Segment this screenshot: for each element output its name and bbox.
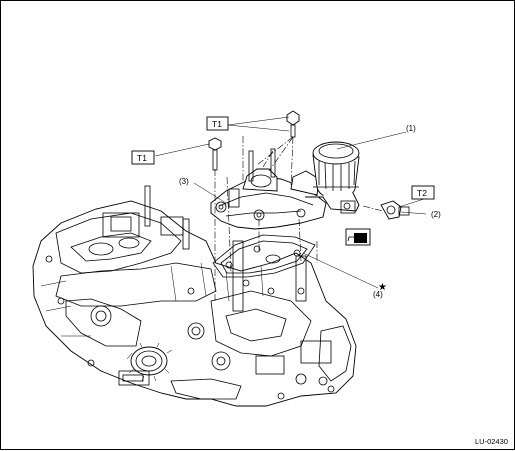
star-symbol: ★: [378, 282, 387, 293]
bolt-upper: [286, 110, 300, 138]
assembly-lines: [214, 136, 384, 301]
oil-filter: [305, 141, 360, 214]
image-code: LU-02430: [475, 437, 508, 446]
torque-tag-t1-left: T1: [137, 153, 147, 163]
callout-2: (2): [431, 210, 441, 219]
callout-4: (4): [373, 290, 383, 299]
torque-box-t1-upper: [206, 116, 229, 131]
oil-pressure-switch: [380, 200, 410, 220]
torque-tag-t1-upper: T1: [212, 119, 222, 129]
torque-box-t1-left: [131, 150, 155, 165]
crank-sprocket: [118, 342, 173, 386]
oil-filter-bracket: [210, 148, 327, 230]
bolt-left: [208, 137, 222, 171]
callout-3: (3): [179, 177, 189, 186]
callout-1: (1): [406, 124, 416, 133]
leader-lines: [154, 116, 427, 289]
sealant-icon: [345, 228, 371, 246]
torque-tag-t2: T2: [417, 188, 427, 198]
torque-box-t2: [411, 185, 435, 200]
gasket: [212, 234, 316, 278]
engine-block: [32, 185, 357, 407]
